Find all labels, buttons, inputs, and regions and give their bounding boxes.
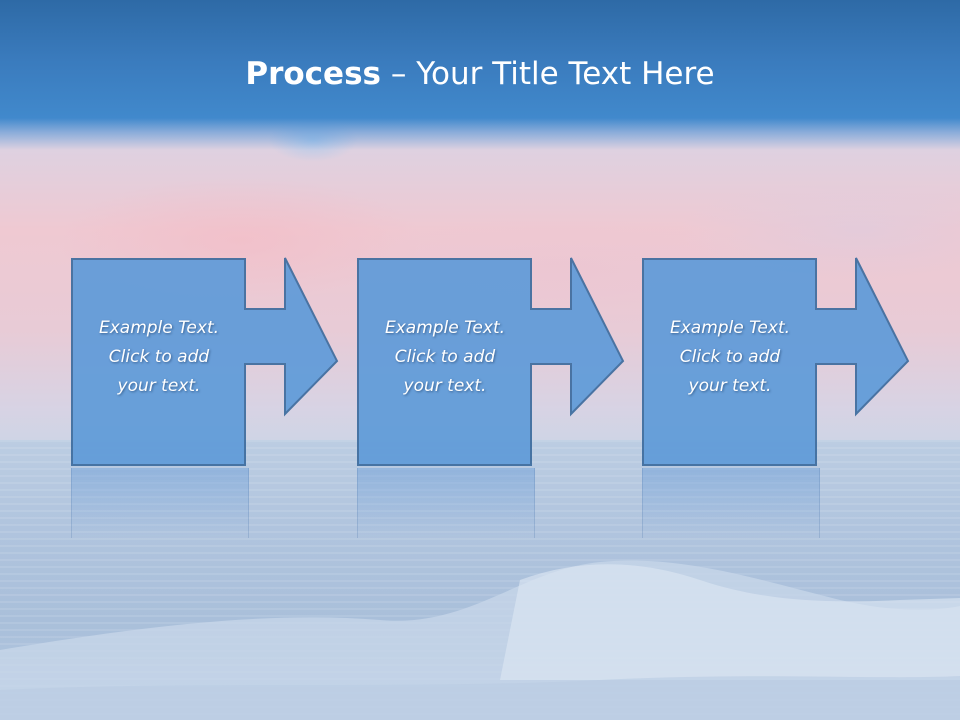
step-box-arrow-shape	[642, 257, 910, 466]
step-text-line: your text.	[688, 376, 772, 396]
step-text-line: Click to add	[679, 347, 781, 367]
step-reflection	[642, 468, 820, 538]
step-reflection	[71, 468, 249, 538]
step-text-line: your text.	[403, 376, 487, 396]
step-reflection	[357, 468, 535, 538]
step-text-line: your text.	[117, 376, 201, 396]
process-step-2[interactable]: Example Text. Click to add your text.	[357, 257, 625, 538]
process-step-1[interactable]: Example Text. Click to add your text.	[71, 257, 339, 538]
step-text-line: Click to add	[394, 347, 496, 367]
title-band: Process – Your Title Text Here	[0, 0, 960, 150]
title-bold-part: Process	[245, 56, 381, 92]
title-rest-part: – Your Title Text Here	[381, 56, 715, 92]
step-text[interactable]: Example Text. Click to add your text.	[73, 314, 245, 401]
process-step-3[interactable]: Example Text. Click to add your text.	[642, 257, 910, 538]
step-text[interactable]: Example Text. Click to add your text.	[359, 314, 531, 401]
step-box-arrow-shape	[71, 257, 339, 466]
step-text-line: Click to add	[108, 347, 210, 367]
step-box-arrow-shape	[357, 257, 625, 466]
step-text-line: Example Text.	[384, 318, 506, 338]
slide-title[interactable]: Process – Your Title Text Here	[0, 52, 960, 96]
step-text-line: Example Text.	[669, 318, 791, 338]
step-text-line: Example Text.	[98, 318, 220, 338]
wave-background	[0, 560, 960, 720]
step-text[interactable]: Example Text. Click to add your text.	[644, 314, 816, 401]
